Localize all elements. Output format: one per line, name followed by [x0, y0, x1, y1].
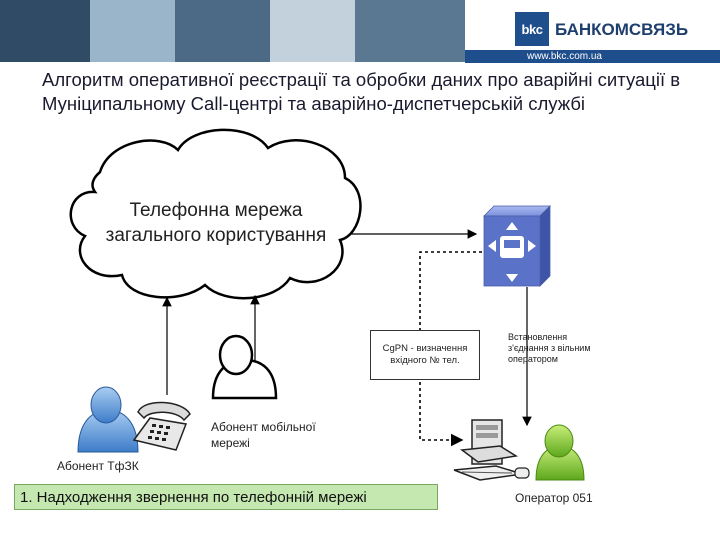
slide-title: Алгоритм оперативної реєстрації та оброб…: [42, 69, 681, 114]
computer-icon: [453, 419, 530, 481]
brand-name: БАНКОМСВЯЗЬ: [555, 20, 689, 39]
brand-logo: bkc БАНКОМСВЯЗЬ: [515, 12, 688, 46]
telephone-icon: [132, 401, 191, 451]
cloud-label-line1: Телефонна мережа: [129, 200, 303, 221]
step-caption: 1. Надходження звернення по телефонній м…: [14, 484, 438, 510]
connect-label: Встановлення з'єднання з вільним операто…: [508, 332, 591, 364]
site-url[interactable]: www.bkc.com.ua: [526, 51, 602, 62]
tfzk-subscriber-label: Абонент ТфЗК: [57, 459, 139, 473]
user-green-icon: [535, 424, 585, 481]
brand-mark: bkc: [515, 12, 549, 46]
user-outline-icon: [211, 334, 278, 400]
header-photo-strip: [0, 0, 465, 62]
cloud-label-line2: загального користування: [105, 225, 327, 246]
cgpn-box: CgPN - визначення вхідного № тел.: [370, 330, 480, 380]
cloud-icon: [69, 128, 362, 300]
operator-label: Оператор 051: [515, 491, 593, 505]
cloud-label: Телефонна мережа загального користування: [96, 198, 336, 248]
mobile-subscriber-label: Абонент мобільної мережі: [211, 420, 316, 450]
pbx-icon: [483, 205, 551, 287]
cgpn-text: CgPN - визначення вхідного № тел.: [382, 343, 468, 366]
url-bar: www.bkc.com.ua: [465, 50, 720, 63]
user-blue-icon: [77, 386, 139, 453]
